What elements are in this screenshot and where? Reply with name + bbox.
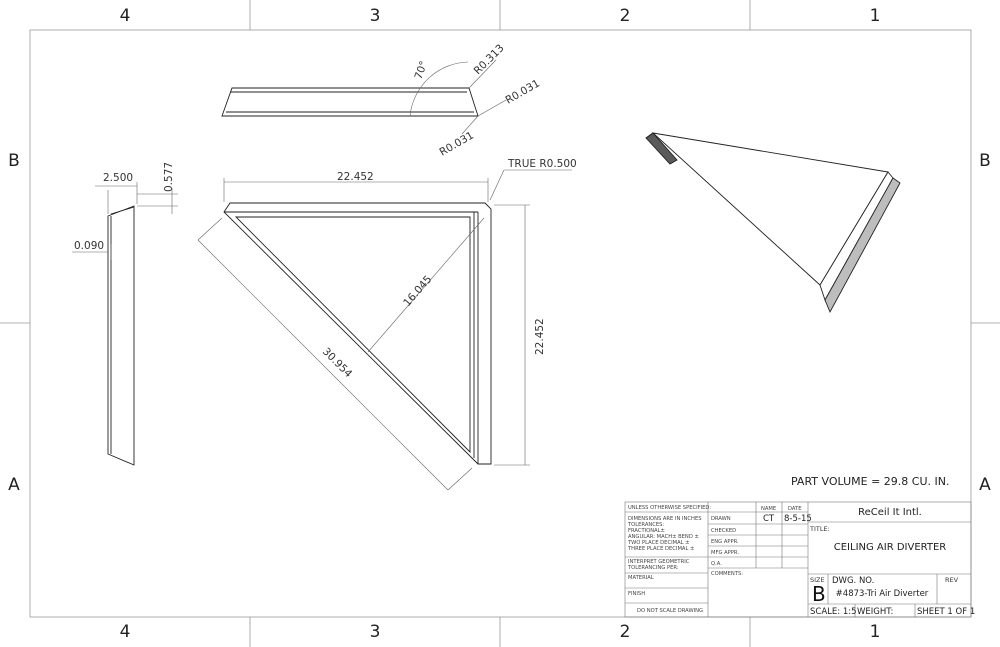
tb-eng-appr-label: ENG APPR.	[711, 539, 739, 545]
tb-checked-label: CHECKED	[711, 528, 736, 534]
hypotenuse-label: 30.954	[320, 346, 355, 381]
zone-col-1-bottom: 1	[870, 622, 881, 642]
profile-thickness-label: 0.090	[74, 240, 104, 252]
tb-dwg-no: #4873-Tri Air Diverter	[836, 589, 929, 599]
tb-material: MATERIAL	[628, 575, 654, 581]
zone-col-3-bottom: 3	[370, 622, 381, 642]
tb-angular: ANGULAR: MACH± BEND ±	[628, 534, 699, 540]
tb-weight: WEIGHT:	[857, 607, 893, 617]
zone-col-4-top: 4	[120, 6, 131, 26]
altitude-label: 16.045	[401, 273, 434, 309]
zone-row-b-right: B	[979, 151, 991, 171]
tb-rev-label: REV	[945, 576, 959, 584]
tb-scale: SCALE: 1:5	[810, 607, 857, 617]
tb-qa-label: Q.A.	[711, 561, 722, 567]
zone-col-2-top: 2	[620, 6, 631, 26]
side-radius-031-left-label: R0.031	[438, 130, 476, 159]
tb-mfg-appr-label: MFG APPR.	[711, 550, 739, 556]
zone-col-1-top: 1	[870, 6, 881, 26]
title-block: UNLESS OTHERWISE SPECIFIED: DIMENSIONS A…	[624, 501, 975, 618]
zone-col-3-top: 3	[370, 6, 381, 26]
tb-title: CEILING AIR DIVERTER	[834, 542, 947, 553]
tb-company: ReCeil It Intl.	[858, 507, 922, 518]
tb-tolerancing-per: TOLERANCING PER:	[627, 565, 679, 571]
isometric-view	[645, 132, 901, 314]
tb-drawn-label: DRAWN	[711, 516, 731, 522]
tb-name-header: NAME	[761, 506, 776, 512]
tb-dwg-no-label: DWG. NO.	[832, 576, 874, 586]
tb-fractional: FRACTIONAL±	[628, 528, 665, 534]
part-volume-label: PART VOLUME = 29.8 CU. IN.	[791, 475, 949, 488]
zone-row-a-right: A	[979, 475, 991, 495]
tb-unless-specified: UNLESS OTHERWISE SPECIFIED:	[628, 505, 711, 511]
corner-radius-label: TRUE R0.500	[507, 158, 577, 170]
tb-size-label: SIZE	[810, 576, 825, 584]
profile-view: 2.500 0.577 0.090	[72, 162, 178, 466]
side-view: 70° R0.313 R0.031 R0.031	[221, 42, 542, 159]
tb-two-place: TWO PLACE DECIMAL ±	[627, 540, 690, 546]
right-length-label: 22.452	[534, 318, 546, 355]
tb-do-not-scale: DO NOT SCALE DRAWING	[637, 608, 703, 614]
side-radius-313-label: R0.313	[472, 42, 507, 77]
tb-interpret: INTERPRET GEOMETRIC	[628, 559, 690, 565]
tb-three-place: THREE PLACE DECIMAL ±	[627, 546, 694, 552]
zone-labels: 4 3 2 1 4 3 2 1 B A B A	[8, 6, 991, 642]
top-length-label: 22.452	[337, 171, 374, 183]
tb-dims-inches: DIMENSIONS ARE IN INCHES	[628, 516, 702, 522]
tb-sheet: SHEET 1 OF 1	[917, 607, 975, 617]
tb-comments-label: COMMENTS:	[711, 571, 743, 577]
zone-row-b-left: B	[8, 151, 20, 171]
side-angle-label: 70°	[413, 59, 431, 81]
tb-drawn-name: CT	[763, 514, 775, 524]
triangle-view: 22.452 22.452 30.954 16.045 TRUE R0.500	[197, 158, 577, 491]
profile-width-label: 2.500	[103, 172, 133, 184]
side-radius-031-right-label: R0.031	[504, 78, 542, 107]
tb-drawn-date: 8-5-15	[784, 514, 812, 524]
zone-col-2-bottom: 2	[620, 622, 631, 642]
tb-title-label: TITLE:	[809, 525, 830, 533]
tb-size-value: B	[812, 582, 826, 606]
tb-finish: FINISH	[628, 591, 645, 597]
tb-tolerances: TOLERANCES:	[627, 522, 664, 528]
tb-date-header: DATE	[788, 506, 802, 512]
zone-col-4-bottom: 4	[120, 622, 131, 642]
zone-row-a-left: A	[8, 475, 20, 495]
profile-height-label: 0.577	[163, 162, 175, 192]
